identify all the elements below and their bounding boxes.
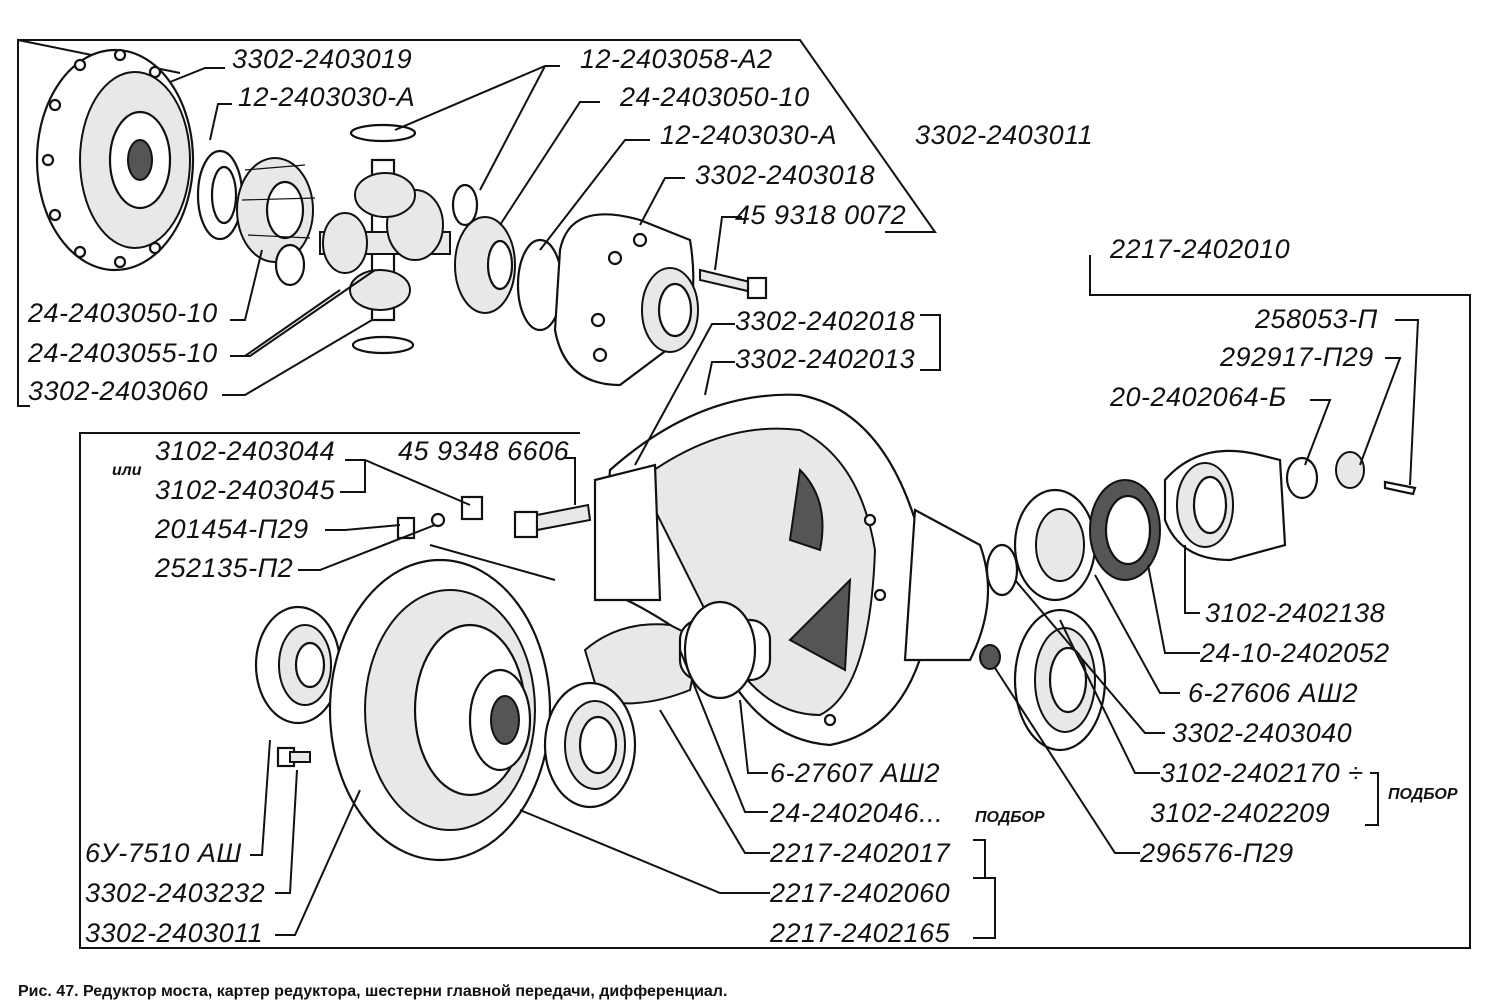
label-housing: 3302-2402013 xyxy=(735,344,915,374)
label-podbor-right: ПОДБОР xyxy=(1388,786,1458,803)
label-nut: 258053-П xyxy=(1254,304,1378,334)
label-bolt-cap: 45 9348 6606 xyxy=(398,436,570,466)
label-gear-set: 2217-2402060 xyxy=(769,878,950,908)
label-side-gear-top: 24-2403050-10 xyxy=(619,82,810,112)
figure-caption: Рис. 47. Редуктор моста, картер редуктор… xyxy=(18,983,727,1000)
label-shim-range-1: 3102-2402170 ÷ xyxy=(1160,758,1364,788)
diff-case-left-part xyxy=(35,48,195,272)
label-podbor-mid: ПОДБОР xyxy=(975,809,1045,826)
label-oil-seal: 24-10-2402052 xyxy=(1199,638,1390,668)
small-washer-part xyxy=(274,243,306,287)
flange-part xyxy=(1163,449,1287,562)
label-lock-plate-1: 3102-2403044 xyxy=(155,436,335,466)
label-bolt-top: 45 9318 0072 xyxy=(735,200,906,230)
label-diff-case-right: 3302-2403018 xyxy=(695,160,875,190)
label-bearing-outer: 6-27606 АШ2 xyxy=(1188,678,1358,708)
label-gear-kit: 2217-2402165 xyxy=(769,918,951,948)
plug-part xyxy=(979,644,1001,670)
label-diff-bearing: 6У-7510 АШ xyxy=(85,838,242,868)
label-bearing-cap: 3302-2402018 xyxy=(735,306,915,336)
right-bearing-part xyxy=(985,488,1097,602)
label-or: или xyxy=(112,462,142,479)
small-bolt-part xyxy=(276,746,311,768)
label-bearing-inner: 6-27607 АШ2 xyxy=(770,758,940,788)
label-shim-range-2: 3102-2402209 xyxy=(1150,798,1330,828)
thrust-washer-left-part xyxy=(196,149,244,241)
oil-seal-part xyxy=(1089,479,1161,581)
ring-gear-part xyxy=(328,558,552,862)
label-washer-small: 252135-П2 xyxy=(154,553,293,583)
cotter-pin-part xyxy=(1383,480,1417,496)
washer-b-part xyxy=(1285,456,1319,500)
label-thrust-washer-top: 12-2403030-А xyxy=(238,82,415,112)
label-diff-assembly-bottom: 3302-2403011 xyxy=(85,918,263,948)
label-gear-pair: 2217-2402017 xyxy=(769,838,951,868)
pinion-part xyxy=(583,600,772,705)
part-labels: 3302-2403019 12-2403058-А2 12-2403030-А … xyxy=(27,44,1458,948)
label-diff-case-left: 3302-2403019 xyxy=(232,44,412,74)
label-housing-assembly: 2217-2402010 xyxy=(1109,234,1290,264)
label-pinion-gear: 24-2403055-10 xyxy=(27,338,218,368)
label-plug: 296576-П29 xyxy=(1139,838,1294,868)
diff-case-right-part xyxy=(553,213,699,387)
label-flange: 3102-2402138 xyxy=(1205,598,1385,628)
label-lock-plate-2: 3102-2403045 xyxy=(155,475,336,505)
label-cross-axis: 3302-2403060 xyxy=(28,376,208,406)
bolt-top-part xyxy=(699,268,768,300)
leader-lines xyxy=(169,65,1420,939)
diff-bearing-part xyxy=(254,605,342,725)
side-gear-left-part xyxy=(236,157,316,263)
label-washer-a2: 12-2403058-А2 xyxy=(580,44,773,74)
lock-plate-part xyxy=(396,495,484,540)
bolt-cap-part xyxy=(513,503,592,539)
bearing-middle-part xyxy=(543,681,637,809)
housing-group-frame xyxy=(79,255,1471,949)
nut-part xyxy=(1335,451,1365,489)
label-side-gear-left: 24-2403050-10 xyxy=(27,298,218,328)
label-bolt-bottom: 3302-2403232 xyxy=(85,878,265,908)
shim-bearing-part xyxy=(1013,608,1107,752)
housing-part xyxy=(593,393,990,747)
label-spacer: 24-2402046... xyxy=(769,798,943,828)
label-bolt-small: 201454-П29 xyxy=(154,514,309,544)
label-diff-assembly: 3302-2403011 xyxy=(915,120,1093,150)
label-washer-b: 20-2402064-Б xyxy=(1109,382,1287,412)
label-adjust-nut: 3302-2403040 xyxy=(1172,718,1352,748)
cross-axis-part xyxy=(319,123,451,355)
label-thrust-washer-mid: 12-2403030-А xyxy=(660,120,837,150)
label-cotter-pin: 292917-П29 xyxy=(1219,342,1374,372)
side-gear-right-part xyxy=(451,183,564,332)
